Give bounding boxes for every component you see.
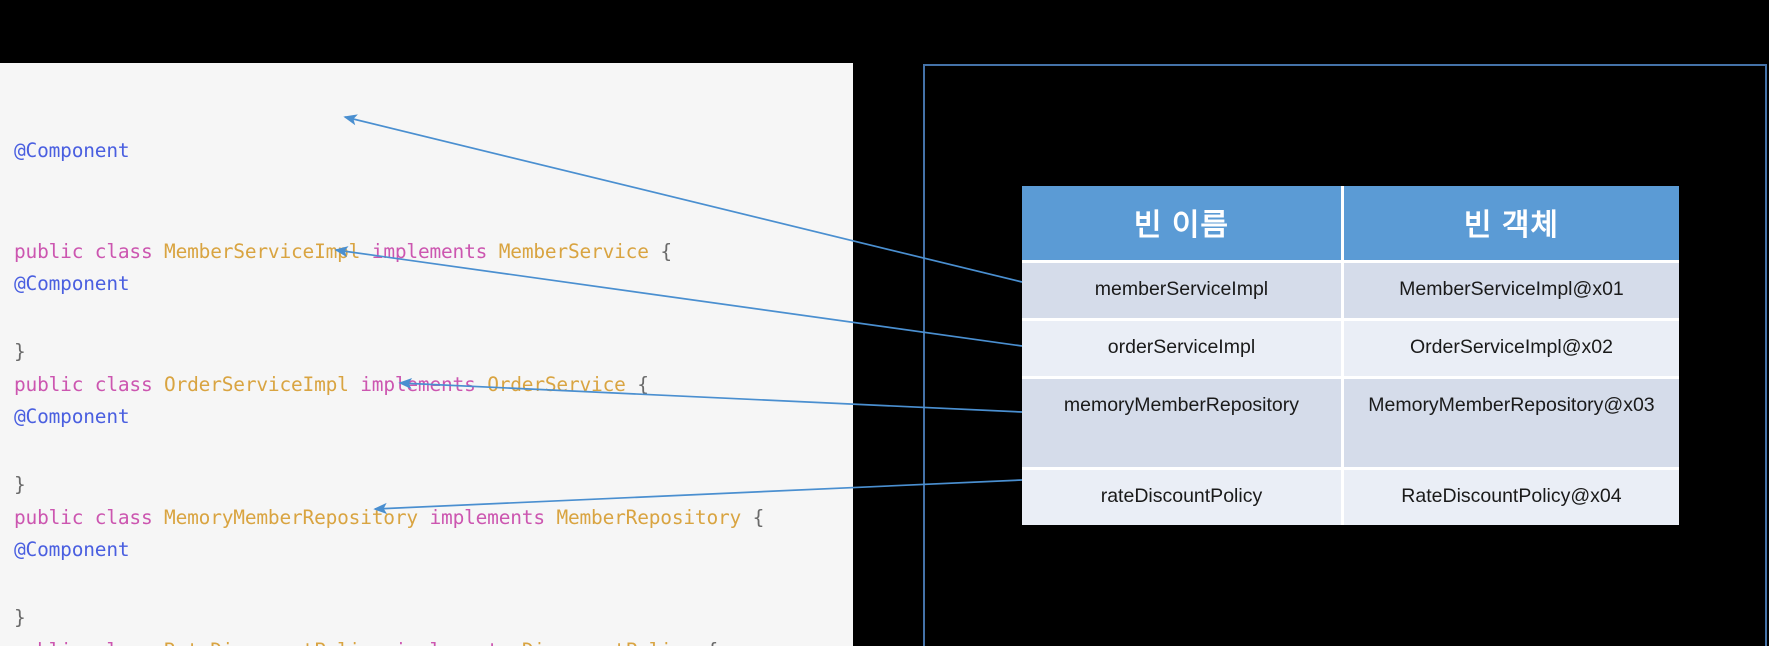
code-line-declaration: public class MemoryMemberRepository impl… <box>14 501 764 535</box>
keyword-public: public <box>14 239 84 263</box>
cell-bean-object: MemberServiceImpl@x01 <box>1343 260 1679 318</box>
brace-close: } <box>14 606 26 629</box>
column-header-bean-name: 빈 이름 <box>1022 186 1344 260</box>
cell-bean-name: rateDiscountPolicy <box>1022 467 1344 525</box>
brace-close: } <box>14 473 26 496</box>
brace-close: } <box>14 340 26 363</box>
cell-bean-object: MemoryMemberRepository@x03 <box>1343 376 1679 467</box>
keyword-class: class <box>95 639 153 646</box>
table-row: memberServiceImpl MemberServiceImpl@x01 <box>1022 260 1679 318</box>
keyword-public: public <box>14 372 84 396</box>
keyword-implements: implements <box>395 639 511 646</box>
code-line-annotation: @Component <box>14 134 672 168</box>
brace-open: { <box>660 239 672 263</box>
interface-name-token: DisocountPolicy <box>522 639 695 646</box>
bean-table: 빈 이름 빈 객체 memberServiceImpl MemberServic… <box>1022 186 1679 525</box>
code-line-declaration: public class RateDisocountPolicy impleme… <box>14 634 718 646</box>
code-block-rate-discount-policy: @Component public class RateDisocountPol… <box>14 466 718 646</box>
brace-open: { <box>752 505 765 529</box>
cell-bean-name: memberServiceImpl <box>1022 260 1344 318</box>
keyword-class: class <box>94 505 153 529</box>
code-line-close: } <box>14 601 764 635</box>
class-name-token: OrderServiceImpl <box>164 372 349 396</box>
annotation-token: @Component <box>14 272 130 295</box>
class-name-token: RateDisocountPolicy <box>164 639 383 646</box>
cell-bean-object: RateDiscountPolicy@x04 <box>1343 467 1679 525</box>
brace-open: { <box>706 639 718 646</box>
code-line-close: } <box>14 468 649 502</box>
cell-bean-object: OrderServiceImpl@x02 <box>1343 318 1679 376</box>
annotation-token: @Component <box>14 139 130 162</box>
code-line-annotation: @Component <box>14 267 649 301</box>
code-block-memory-member-repository: @Component public class MemoryMemberRepo… <box>14 333 764 646</box>
cell-bean-name: memoryMemberRepository <box>1022 376 1344 467</box>
keyword-class: class <box>94 372 153 396</box>
code-line-annotation: @Component <box>14 400 764 434</box>
table-row: rateDiscountPolicy RateDiscountPolicy@x0… <box>1022 467 1679 525</box>
keyword-class: class <box>94 239 153 263</box>
class-name-token: MemberServiceImpl <box>164 239 361 263</box>
cell-bean-name: orderServiceImpl <box>1022 318 1344 376</box>
class-name-token: MemoryMemberRepository <box>164 505 418 529</box>
code-line-close: } <box>14 335 672 369</box>
keyword-public: public <box>14 639 83 646</box>
interface-name-token: MemberRepository <box>556 505 742 529</box>
table-header-row: 빈 이름 빈 객체 <box>1022 186 1679 260</box>
spring-container-frame <box>923 64 1767 646</box>
keyword-implements: implements <box>429 505 545 529</box>
keyword-public: public <box>14 505 84 529</box>
column-header-bean-object: 빈 객체 <box>1343 186 1679 260</box>
table-row: orderServiceImpl OrderServiceImpl@x02 <box>1022 318 1679 376</box>
code-panel: @Component public class MemberServiceImp… <box>0 63 853 646</box>
annotation-token: @Component <box>14 405 130 428</box>
code-line-annotation: @Component <box>14 533 718 567</box>
table-row: memoryMemberRepository MemoryMemberRepos… <box>1022 376 1679 467</box>
annotation-token: @Component <box>14 538 130 561</box>
